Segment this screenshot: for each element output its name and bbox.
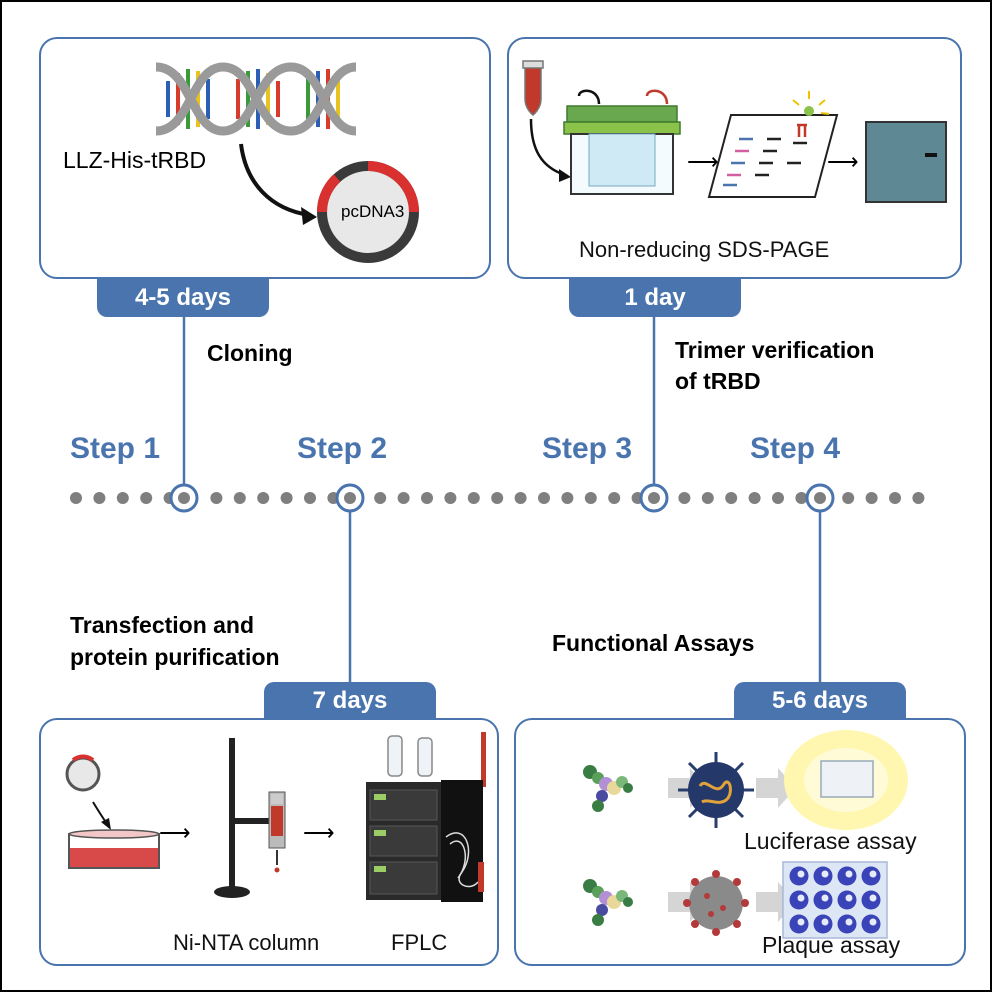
step3-duration-tab: 1 day xyxy=(569,279,741,317)
dna-helix-icon xyxy=(155,62,357,136)
timeline-dot xyxy=(421,492,433,504)
step4-task: Functional Assays xyxy=(552,630,755,656)
timeline-dot xyxy=(397,492,410,504)
timeline-dot xyxy=(233,492,246,504)
plasmid-label: pcDNA3 xyxy=(341,202,405,221)
construct-label: LLZ-His-tRBD xyxy=(63,147,207,173)
fplc-caption: FPLC xyxy=(391,930,448,955)
step2-task-line2: protein purification xyxy=(70,644,280,670)
arrow-2-icon: ⟶ xyxy=(827,149,859,174)
plaque-caption: Plaque assay xyxy=(762,932,901,958)
assays-panel: Luciferase assay Plaque assay xyxy=(514,718,966,966)
step3-label: Step 3 xyxy=(542,432,633,465)
step2-duration-tab: 7 days xyxy=(264,682,436,720)
timeline-dot xyxy=(865,492,878,504)
timeline-dot xyxy=(70,492,82,504)
timeline-dot xyxy=(374,492,387,504)
western-blot-membrane-icon xyxy=(707,91,839,198)
ni-nta-column-icon xyxy=(214,738,286,898)
curved-arrow-icon xyxy=(239,143,317,225)
live-virus-icon xyxy=(683,870,749,936)
pseudovirus-icon xyxy=(678,752,754,828)
timeline-dot xyxy=(678,492,691,504)
timeline-dot xyxy=(608,492,621,504)
timeline-dot xyxy=(210,492,223,504)
timeline-dot xyxy=(444,492,457,504)
step1-task: Cloning xyxy=(207,340,293,366)
step3-task-line2: of tRBD xyxy=(675,368,761,394)
step2-label: Step 2 xyxy=(297,432,388,465)
timeline-dot xyxy=(467,492,480,504)
blot-image-icon xyxy=(865,121,947,203)
timeline-dot xyxy=(257,492,270,504)
fplc-system-icon xyxy=(366,732,486,902)
step1-duration-tab: 4-5 days xyxy=(97,279,269,317)
timeline-dot xyxy=(491,492,504,504)
timeline-dot xyxy=(889,492,901,504)
timeline-dot xyxy=(93,492,106,504)
luciferase-plate-icon xyxy=(784,730,908,830)
timeline-dot xyxy=(842,492,855,504)
column-caption: Ni-NTA column xyxy=(173,930,320,955)
timeline-dot xyxy=(772,492,784,504)
timeline-dots xyxy=(70,492,925,504)
timeline-dot xyxy=(561,492,574,504)
luciferase-caption: Luciferase assay xyxy=(744,828,917,854)
purification-panel: ⟶ ⟶ Ni-NTA column xyxy=(39,718,499,966)
cloning-panel: LLZ-His-tRBD pcDNA3 xyxy=(39,37,491,279)
step1-label: Step 1 xyxy=(70,432,161,465)
timeline-dot xyxy=(140,492,153,504)
trimer-protein-icon xyxy=(583,765,633,812)
trimer-protein-2-icon xyxy=(583,879,633,926)
timeline-dot xyxy=(116,492,129,504)
cell-culture-icon xyxy=(65,754,160,869)
arrow-3-icon: ⟶ xyxy=(159,820,191,845)
plaque-plate-icon xyxy=(782,861,888,939)
timeline-dot xyxy=(514,492,527,504)
timeline-dot xyxy=(701,492,714,504)
arrow-1-icon: ⟶ xyxy=(687,149,719,174)
timeline-dot xyxy=(538,492,550,504)
step3-task-line1: Trimer verification xyxy=(675,337,875,363)
timeline-dot xyxy=(584,492,597,504)
timeline-dot xyxy=(280,492,293,504)
timeline-dot xyxy=(795,492,808,504)
timeline-dot xyxy=(912,492,925,504)
verification-panel: ⟶ ⟶ Non-reducing SDS-PAG xyxy=(507,37,962,279)
sample-tube-icon xyxy=(522,60,571,182)
timeline-dot xyxy=(725,492,738,504)
step4-label: Step 4 xyxy=(750,432,841,465)
step2-task-line1: Transfection and xyxy=(70,612,255,638)
timeline-dot xyxy=(748,492,761,504)
gel-electrophoresis-icon xyxy=(563,89,681,195)
timeline-dot xyxy=(304,492,316,504)
plasmid-icon xyxy=(317,161,419,263)
step4-duration-tab: 5-6 days xyxy=(734,682,906,720)
arrow-4-icon: ⟶ xyxy=(303,820,335,845)
verification-caption: Non-reducing SDS-PAGE xyxy=(579,237,830,262)
